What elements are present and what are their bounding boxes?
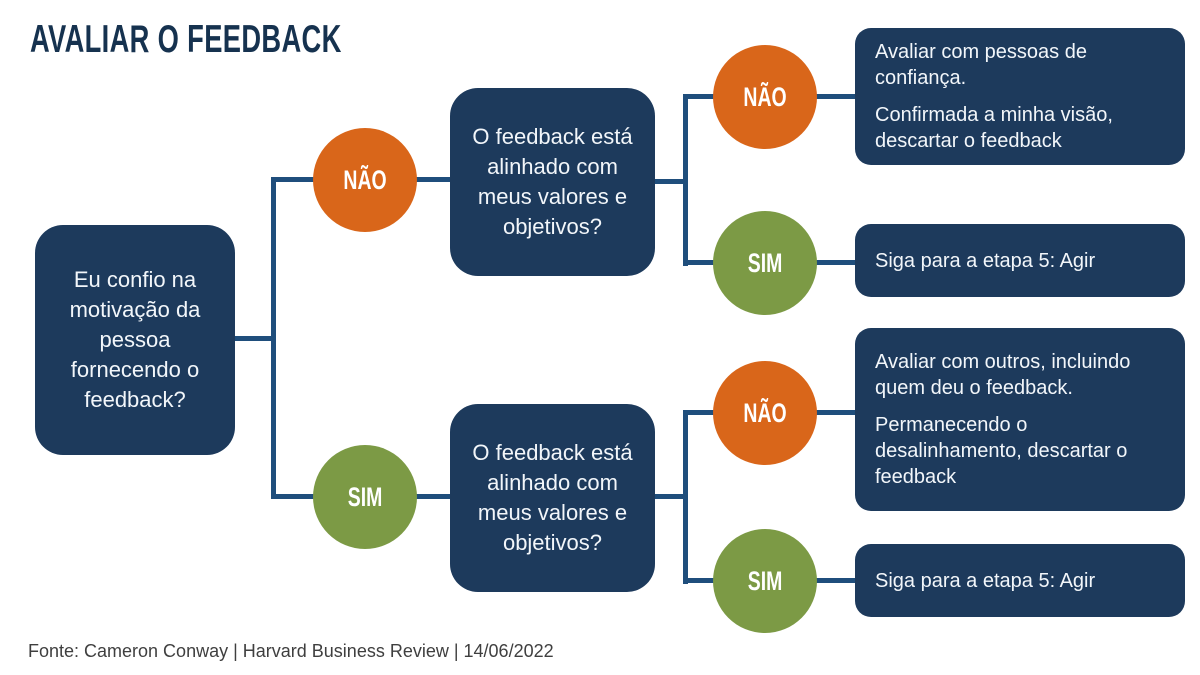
connector-root-out — [233, 336, 276, 341]
answer-circle-no-top-branch: NÃO — [713, 45, 817, 149]
outcome-paragraph: Confirmada a minha visão, descartar o fe… — [875, 104, 1113, 152]
page-title-text: AVALIAR O FEEDBACK — [30, 18, 342, 61]
question-box-alignment-bottom: O feedback está alinhado com meus valore… — [450, 404, 655, 592]
connector-yes3-to-outcome — [815, 578, 857, 583]
connector-question-bottom-out — [653, 494, 687, 499]
source-credit: Fonte: Cameron Conway | Harvard Business… — [28, 641, 554, 661]
page-title: AVALIAR O FEEDBACK — [30, 18, 475, 62]
connector-no3-to-outcome — [815, 410, 857, 415]
answer-circle-no-level1: NÃO — [313, 128, 417, 232]
connector-no1-to-question — [413, 177, 455, 182]
answer-circle-no-bottom-branch-label: NÃO — [743, 397, 787, 428]
connector-no2-to-outcome — [815, 94, 857, 99]
outcome-box-go-step5-bottom: Siga para a etapa 5: Agir — [855, 544, 1185, 617]
answer-circle-no-top-branch-label: NÃO — [743, 81, 787, 112]
outcome-paragraph: Avaliar com outros, incluindo quem deu o… — [875, 351, 1131, 399]
answer-circle-sim-top-branch: SIM — [713, 211, 817, 315]
outcome-paragraph: Siga para a etapa 5: Agir — [875, 249, 1096, 272]
connector-split-3-vertical — [683, 410, 688, 584]
outcome-paragraph: Avaliar com pessoas de confiança. — [875, 41, 1087, 89]
outcome-box-evaluate-trusted: Avaliar com pessoas de confiança. Confir… — [855, 28, 1185, 165]
connector-split-1-vertical — [271, 177, 276, 499]
outcome-paragraph: Siga para a etapa 5: Agir — [875, 569, 1096, 592]
question-box-alignment-top-text: O feedback está alinhado com meus valore… — [472, 124, 633, 239]
question-box-alignment-top: O feedback está alinhado com meus valore… — [450, 88, 655, 276]
connector-yes2-to-outcome — [815, 260, 857, 265]
answer-circle-sim-level1-label: SIM — [347, 481, 383, 512]
answer-circle-sim-top-branch-label: SIM — [747, 247, 783, 278]
connector-yes1-to-question — [413, 494, 455, 499]
connector-split-2-vertical — [683, 94, 688, 266]
answer-circle-no-level1-label: NÃO — [343, 164, 387, 195]
outcome-box-evaluate-others: Avaliar com outros, incluindo quem deu o… — [855, 328, 1185, 511]
answer-circle-sim-bottom-branch-label: SIM — [747, 565, 783, 596]
root-question-text: Eu confio na motivação da pessoa fornece… — [69, 267, 201, 412]
answer-circle-no-bottom-branch: NÃO — [713, 361, 817, 465]
answer-circle-sim-level1: SIM — [313, 445, 417, 549]
outcome-paragraph: Permanecendo o desalinhamento, descartar… — [875, 414, 1128, 488]
connector-question-top-out — [653, 179, 687, 184]
question-box-alignment-bottom-text: O feedback está alinhado com meus valore… — [472, 440, 633, 555]
answer-circle-sim-bottom-branch: SIM — [713, 529, 817, 633]
outcome-box-go-step5-top: Siga para a etapa 5: Agir — [855, 224, 1185, 297]
root-question-box: Eu confio na motivação da pessoa fornece… — [35, 225, 235, 455]
